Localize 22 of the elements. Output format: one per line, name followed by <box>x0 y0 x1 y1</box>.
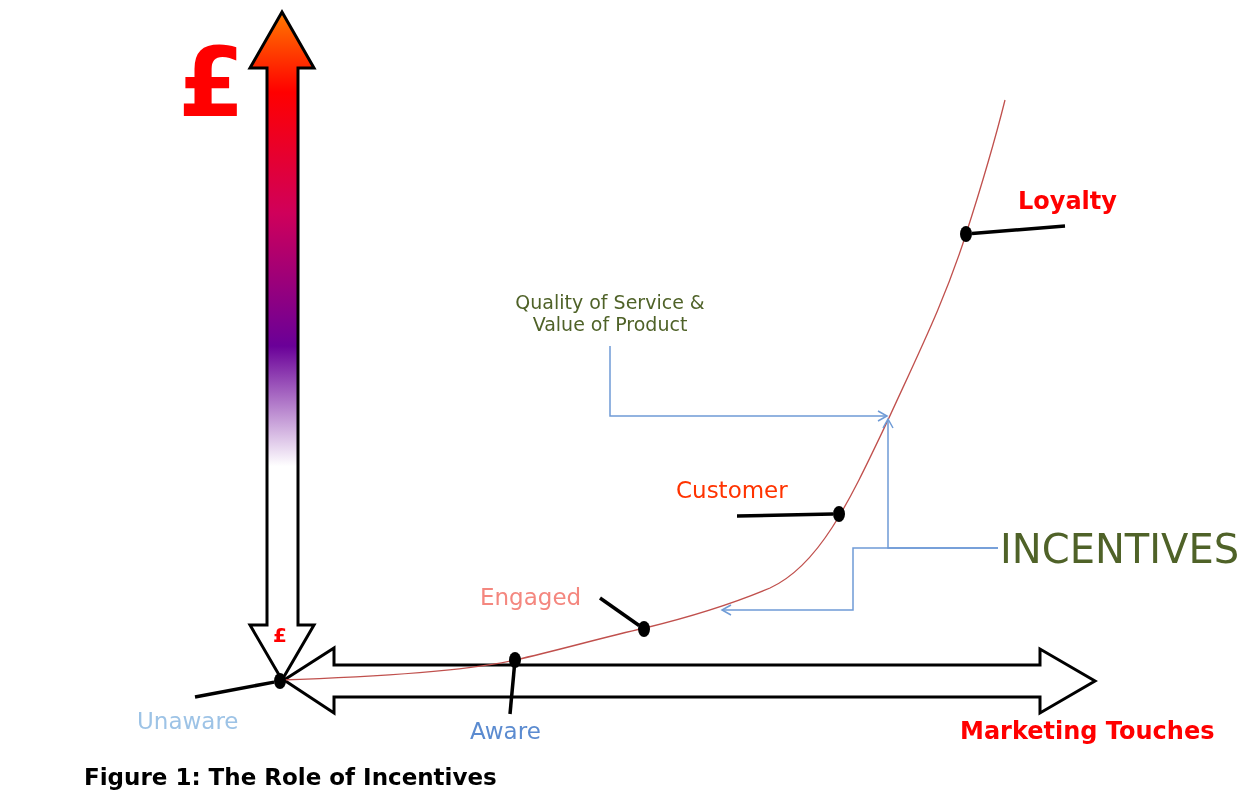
axis-title: Marketing Touches <box>960 718 1215 746</box>
stage-label: Loyalty <box>1018 188 1117 216</box>
figure-caption: Figure 1: The Role of Incentives <box>84 764 497 791</box>
leader-line <box>194 680 275 699</box>
leader-line <box>971 224 1066 236</box>
currency-symbol: £ <box>273 624 287 647</box>
curve-point <box>509 652 521 668</box>
leader-line <box>599 596 641 627</box>
curve-point <box>274 673 286 689</box>
stage-label: Customer <box>676 477 788 504</box>
stage-label: Aware <box>470 718 541 745</box>
bracket-arrow <box>609 345 888 422</box>
stage-label: Engaged <box>480 584 582 611</box>
bracket-arrow <box>721 547 999 616</box>
leader-line <box>736 512 834 518</box>
curve-point <box>833 506 845 522</box>
currency-symbol: £ <box>178 28 245 139</box>
callout-label: Quality of Service & Value of Product <box>495 292 725 336</box>
callout-label: INCENTIVES <box>1000 526 1240 572</box>
stage-label: Unaware <box>137 708 239 735</box>
curve-point <box>960 226 972 242</box>
curve-point <box>638 621 650 637</box>
